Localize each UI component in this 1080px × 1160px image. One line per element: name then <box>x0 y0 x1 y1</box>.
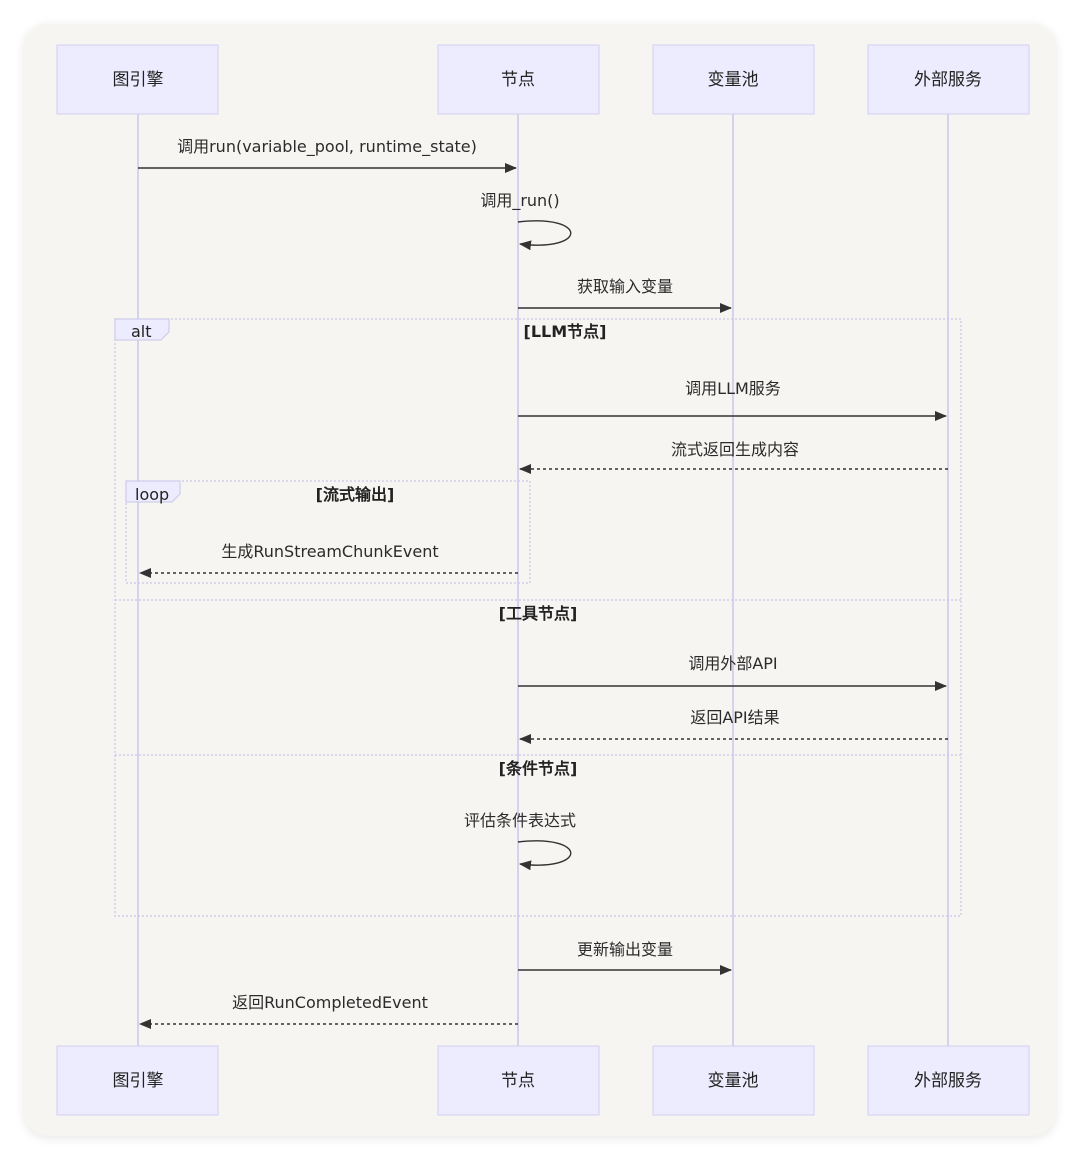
actor-label: 变量池 <box>708 1071 759 1091</box>
alt-section-tool: [工具节点] <box>499 604 578 623</box>
actor-label: 节点 <box>501 1071 535 1091</box>
message-label: 获取输入变量 <box>577 277 673 296</box>
loop-tag-label: loop <box>135 485 169 504</box>
message-self-evaluate: 评估条件表达式 <box>464 811 576 871</box>
alt-tag-box <box>114 318 170 341</box>
actor-label: 图引擎 <box>113 70 164 90</box>
actor-label: 外部服务 <box>914 70 982 90</box>
message-api-result: 返回API结果 <box>519 708 948 744</box>
loop-tag-box <box>125 480 181 503</box>
message-label: 调用外部API <box>688 654 777 673</box>
actor-label: 外部服务 <box>914 1071 982 1091</box>
diagram-card <box>24 24 1056 1136</box>
actor-label: 变量池 <box>708 70 759 90</box>
alt-section-condition: [条件节点] <box>499 759 578 778</box>
alt-section-llm: [LLM节点] <box>524 322 607 341</box>
actor-label: 图引擎 <box>113 1071 164 1091</box>
message-label: 更新输出变量 <box>577 940 673 959</box>
alt-tag-label: alt <box>131 322 152 341</box>
actor-label: 节点 <box>501 70 535 90</box>
actor-bottom-engine[interactable]: 图引擎 <box>56 1045 219 1116</box>
message-label: 调用LLM服务 <box>685 379 781 398</box>
self-loop-arrow <box>517 220 572 251</box>
message-label: 返回API结果 <box>690 708 779 727</box>
alt-frame: alt [LLM节点] [工具节点] [条件节点] <box>114 318 962 917</box>
actor-top-engine[interactable]: 图引擎 <box>56 44 219 115</box>
message-call-llm: 调用LLM服务 <box>518 379 947 421</box>
message-stream-chunk: 生成RunStreamChunkEvent <box>139 542 518 578</box>
message-label: 调用_run() <box>480 191 559 211</box>
message-self-run: 调用_run() <box>480 191 572 251</box>
message-label: 流式返回生成内容 <box>671 440 799 459</box>
message-call-api: 调用外部API <box>518 654 947 691</box>
message-update-output: 更新输出变量 <box>518 940 732 975</box>
message-get-input: 获取输入变量 <box>518 277 732 313</box>
message-label: 生成RunStreamChunkEvent <box>221 542 438 561</box>
message-label: 调用run(variable_pool, runtime_state) <box>177 137 477 157</box>
message-stream-return: 流式返回生成内容 <box>519 440 948 474</box>
actor-bottom-ext[interactable]: 外部服务 <box>867 1045 1030 1116</box>
self-loop-arrow <box>517 840 572 871</box>
actor-bottom-node[interactable]: 节点 <box>437 1045 600 1116</box>
message-label: 返回RunCompletedEvent <box>232 993 428 1012</box>
message-label: 评估条件表达式 <box>464 811 576 830</box>
loop-condition: [流式输出] <box>316 485 395 504</box>
message-run-completed: 返回RunCompletedEvent <box>139 993 518 1029</box>
actor-top-pool[interactable]: 变量池 <box>652 44 815 115</box>
message-run: 调用run(variable_pool, runtime_state) <box>138 137 517 173</box>
actor-top-node[interactable]: 节点 <box>437 44 600 115</box>
loop-frame: loop [流式输出] <box>125 480 531 584</box>
actor-bottom-pool[interactable]: 变量池 <box>652 1045 815 1116</box>
actor-top-ext[interactable]: 外部服务 <box>867 44 1030 115</box>
